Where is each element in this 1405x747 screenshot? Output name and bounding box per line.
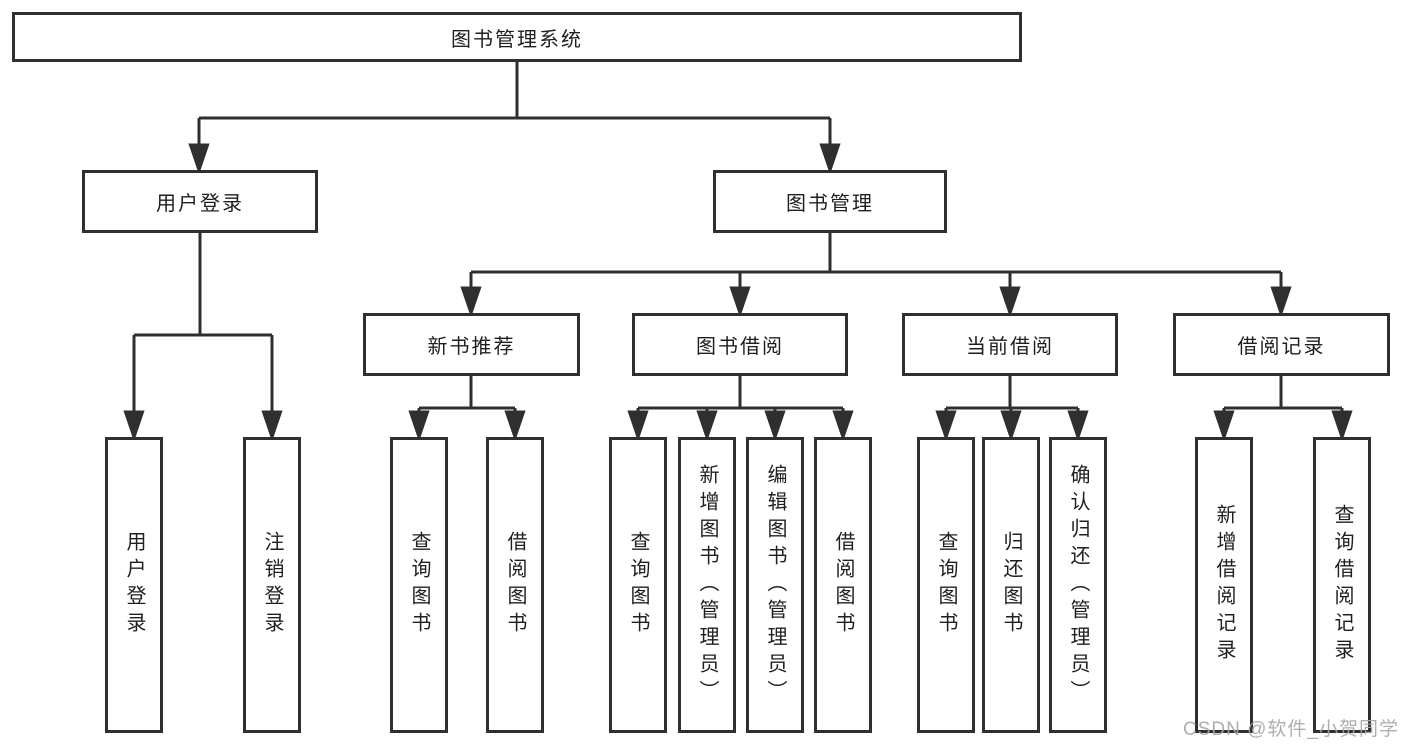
node-label: 归还图书 [1000,531,1022,639]
node-leaf-borrow-books-2: 借阅图书 [814,437,872,733]
edge-root-to-level1 [188,62,841,175]
arrowhead-icon [935,410,957,442]
node-leaf-logout: 注销登录 [243,437,301,733]
edge-book-management-to-level2 [460,233,1292,318]
node-label: 查询图书 [935,531,957,639]
node-label: 图书借阅 [696,336,784,358]
edge-book-borrow-to-leaves [627,376,854,442]
node-book-borrow: 图书借阅 [632,313,848,376]
node-label: 新书推荐 [427,336,516,358]
arrowhead-icon [504,410,526,442]
node-label: 注销登录 [261,531,283,639]
edge-borrow-records-to-leaves [1213,376,1353,442]
node-label: 用户登录 [123,531,145,639]
node-leaf-query-books-1: 查询图书 [390,437,448,733]
arrowhead-icon [696,410,718,442]
node-library-management-system: 图书管理系统 [12,12,1022,62]
arrowhead-icon [460,286,482,318]
node-leaf-borrow-books-1: 借阅图书 [486,437,544,733]
arrowhead-icon [729,286,751,318]
node-borrow-records: 借阅记录 [1173,313,1390,376]
arrowhead-icon [999,286,1021,318]
arrowhead-icon [261,410,283,442]
node-leaf-edit-books-admin: 编辑图书（管理员） [746,437,804,733]
node-leaf-query-borrow-record: 查询借阅记录 [1313,437,1371,733]
arrowhead-icon [408,410,430,442]
arrowhead-icon [1213,410,1235,442]
node-label: 新增图书（管理员） [696,463,718,707]
node-leaf-add-borrow-record: 新增借阅记录 [1195,437,1253,733]
node-current-borrow: 当前借阅 [902,313,1118,376]
node-label: 确认归还（管理员） [1067,463,1089,707]
node-label: 查询图书 [408,531,430,639]
csdn-watermark: CSDN @软件_小贺同学 [1183,719,1399,740]
node-leaf-add-books-admin: 新增图书（管理员） [678,437,736,733]
arrowhead-icon [1067,410,1089,442]
arrowhead-icon [1000,410,1022,442]
node-new-book-recommend: 新书推荐 [363,313,580,376]
node-label: 编辑图书（管理员） [764,463,786,707]
arrowhead-icon [1331,410,1353,442]
node-label: 借阅图书 [504,531,526,639]
node-label: 新增借阅记录 [1213,504,1235,666]
node-label: 用户登录 [156,193,244,215]
node-label: 图书管理 [786,193,874,215]
arrowhead-icon [819,143,841,175]
node-leaf-query-books-2: 查询图书 [609,437,667,733]
node-leaf-user-login: 用户登录 [105,437,163,733]
arrowhead-icon [1270,286,1292,318]
node-label: 借阅图书 [832,531,854,639]
node-label: 图书管理系统 [451,28,583,51]
node-label: 查询图书 [627,531,649,639]
node-label: 借阅记录 [1237,336,1326,358]
node-user-login: 用户登录 [82,170,318,233]
edge-current-borrow-to-leaves [935,376,1089,442]
node-leaf-confirm-return-admin: 确认归还（管理员） [1049,437,1107,733]
arrowhead-icon [188,143,210,175]
node-label: 查询借阅记录 [1331,504,1353,666]
arrowhead-icon [627,410,649,442]
node-book-management: 图书管理 [713,170,947,233]
arrowhead-icon [764,410,786,442]
edge-user-login-to-leaves [123,233,283,442]
edge-new-book-recommend-to-leaves [408,376,526,442]
arrowhead-icon [832,410,854,442]
node-leaf-return-books: 归还图书 [982,437,1040,733]
node-leaf-query-books-3: 查询图书 [917,437,975,733]
arrowhead-icon [123,410,145,442]
node-label: 当前借阅 [966,336,1054,358]
